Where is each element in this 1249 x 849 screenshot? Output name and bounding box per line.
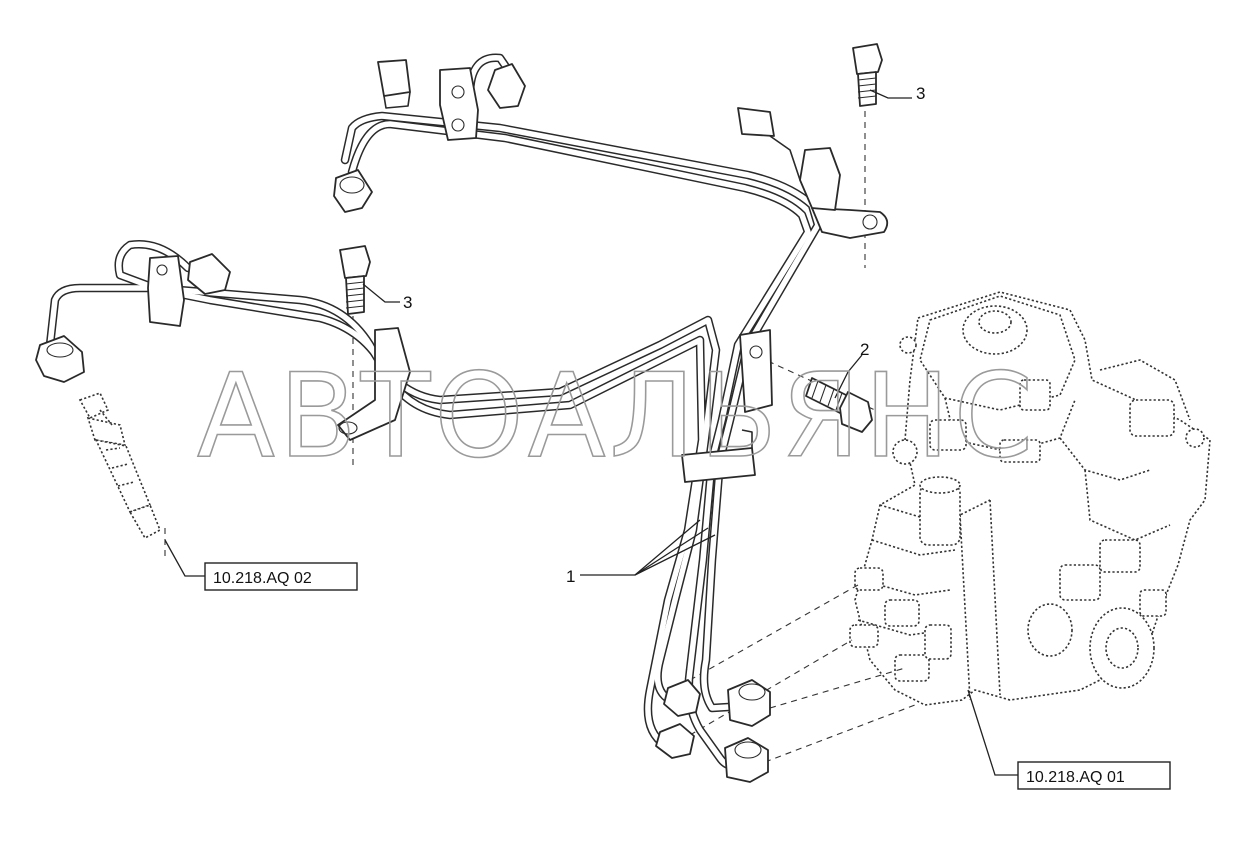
- injector: [78, 392, 162, 540]
- watermark: АВТОАЛЬЯНС: [197, 349, 1037, 484]
- reference-pump[interactable]: 10.218.AQ 01: [1017, 761, 1171, 790]
- pipe-clamps: [147, 59, 889, 483]
- callout-2: 2: [860, 340, 869, 359]
- bolt-2: [805, 377, 873, 433]
- pipe-nuts: [35, 63, 771, 783]
- reference-injector-label: 10.218.AQ 02: [213, 570, 312, 587]
- injection-pump: [849, 291, 1211, 706]
- reference-pump-label: 10.218.AQ 01: [1026, 769, 1125, 786]
- callout-3-lower: 3: [403, 293, 412, 312]
- callout-1: 1: [566, 567, 575, 586]
- callout-3-upper: 3: [916, 84, 925, 103]
- bolt-upper-3: [852, 43, 883, 107]
- callout-leaders: [164, 89, 1018, 776]
- reference-injector[interactable]: 10.218.AQ 02: [204, 562, 358, 591]
- bolt-lower-3: [339, 245, 371, 315]
